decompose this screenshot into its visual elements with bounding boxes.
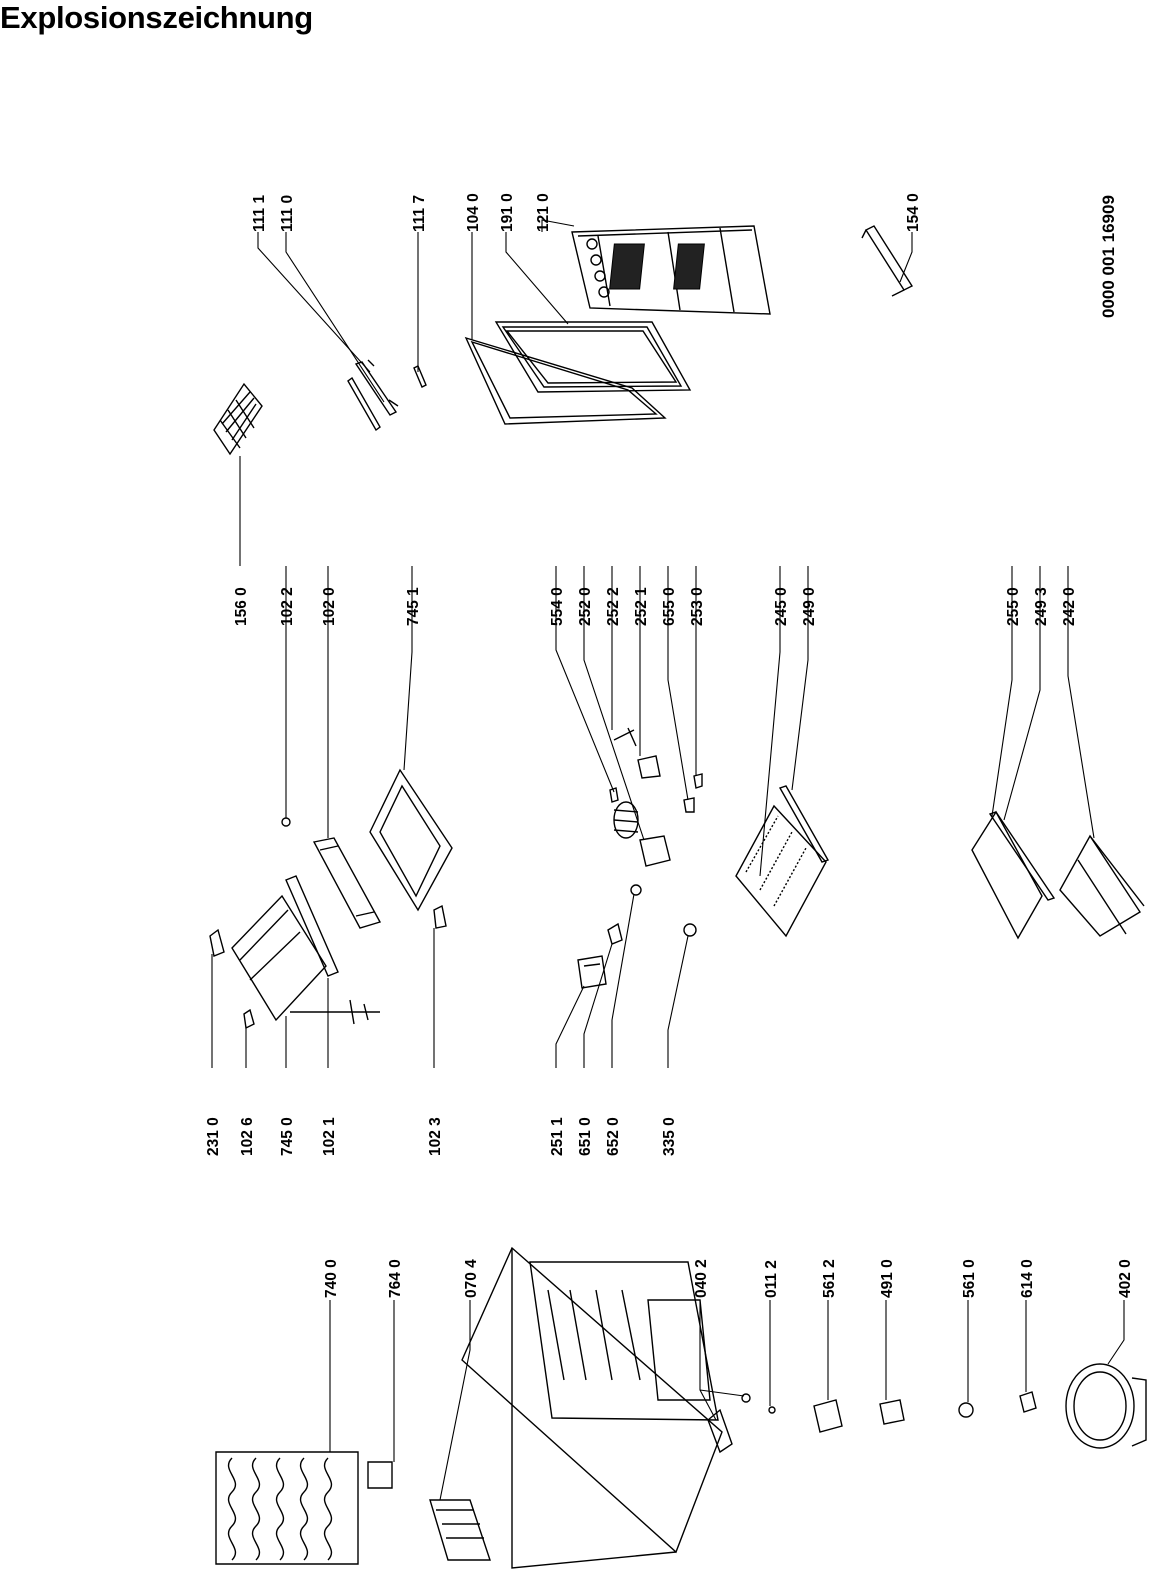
glass-shelf-drawing (735, 785, 830, 938)
crisper-cover-drawing (971, 810, 1056, 940)
lamp-housing-drawing (577, 884, 697, 989)
part-label-3350: 335 0 (661, 1117, 678, 1156)
part-label-1026: 102 6 (239, 1117, 256, 1156)
door-gasket-drawing (494, 321, 692, 393)
part-label-5540: 554 0 (549, 587, 566, 626)
part-label-1910: 191 0 (499, 193, 516, 232)
page-title: Explosionszeichnung (0, 0, 313, 35)
freezer-shelf-drawing (369, 768, 453, 912)
part-label-5610: 561 0 (961, 1259, 978, 1298)
door-panel-drawing (464, 336, 667, 425)
part-label-2511: 251 1 (549, 1117, 566, 1156)
part-label-2550: 255 0 (1005, 587, 1022, 626)
part-label-1040: 104 0 (465, 193, 482, 232)
filter-dryer-drawing (367, 1461, 393, 1489)
part-label-2310: 231 0 (205, 1117, 222, 1156)
fastener-drawing (433, 904, 447, 929)
door-hinge-drawing (707, 1393, 776, 1454)
part-label-6510: 651 0 (577, 1117, 594, 1156)
condenser-drawing (215, 1451, 359, 1565)
part-label-2520: 252 0 (577, 587, 594, 626)
door-handle-drawing (347, 359, 399, 432)
flap-drawing (312, 837, 382, 929)
part-label-2493: 249 3 (1033, 587, 1050, 626)
part-label-6140: 614 0 (1019, 1259, 1036, 1298)
part-label-2530: 253 0 (689, 587, 706, 626)
part-label-0704: 070 4 (463, 1259, 480, 1298)
screw-drawing (281, 817, 291, 827)
part-label-4020: 402 0 (1117, 1259, 1134, 1298)
part-label-2490: 249 0 (801, 587, 818, 626)
part-label-4910: 491 0 (879, 1259, 896, 1298)
part-labels: 111 1 111 0 111 7 104 0 191 0 121 0 154 … (205, 193, 1134, 1298)
part-label-2450: 245 0 (773, 587, 790, 626)
handle-clip-drawing (413, 365, 427, 388)
part-label-6520: 652 0 (605, 1117, 622, 1156)
part-label-1022: 102 2 (279, 587, 296, 626)
ice-tray-drawing (213, 382, 263, 456)
part-label-7640: 764 0 (387, 1259, 404, 1298)
part-label-2522: 252 2 (605, 587, 622, 626)
document-number: 0000 001 16909 (1099, 195, 1118, 318)
part-label-2521: 252 1 (633, 587, 650, 626)
part-label-7451: 745 1 (405, 587, 422, 626)
part-label-1021: 102 1 (321, 1117, 338, 1156)
part-label-0112: 011 2 (763, 1260, 780, 1298)
bracket-drawing (861, 225, 914, 297)
part-label-5612: 561 2 (821, 1259, 838, 1298)
part-label-1023: 102 3 (427, 1117, 444, 1156)
part-label-1540: 154 0 (905, 193, 922, 232)
part-label-0402: 040 2 (693, 1259, 710, 1298)
relay-drawing (813, 1391, 1037, 1433)
part-label-1110: 111 0 (279, 195, 296, 232)
part-label-7450: 745 0 (279, 1117, 296, 1156)
evaporator-cover-drawing (209, 875, 380, 1030)
part-label-1560: 156 0 (233, 587, 250, 626)
compressor-drawing (1065, 1363, 1147, 1449)
part-label-1117: 111 7 (411, 195, 428, 232)
part-label-6550: 655 0 (661, 587, 678, 626)
part-label-1111: 111 1 (251, 195, 268, 232)
part-label-1020: 102 0 (321, 587, 338, 626)
thermostat-drawing (609, 727, 703, 867)
door-liner-drawing (571, 225, 771, 315)
crisper-drawer-drawing (1059, 834, 1145, 937)
part-label-7400: 740 0 (323, 1259, 340, 1298)
part-label-2420: 242 0 (1061, 587, 1078, 626)
cabinet-drawing (429, 1246, 723, 1569)
part-label-1210: 121 0 (535, 193, 552, 232)
leader-lines (211, 219, 1125, 1501)
